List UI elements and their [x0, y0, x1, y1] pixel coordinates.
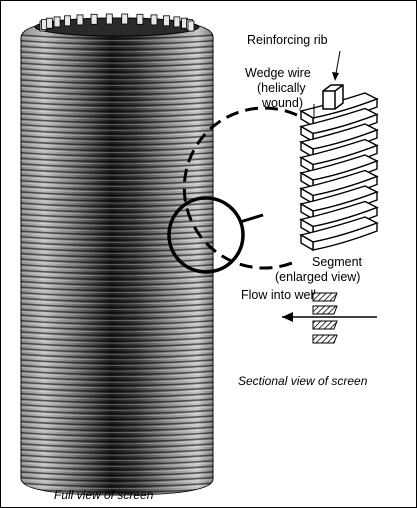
- sectional-sketch: [282, 292, 377, 344]
- label-wedge-wire-3: wound): [261, 96, 303, 110]
- reinforcing-rib-teeth: [39, 13, 195, 32]
- flow-arrowhead: [282, 312, 293, 322]
- label-flow-into-well: Flow into well: [241, 288, 316, 302]
- wire-section: [312, 320, 338, 330]
- screen-top-opening: [34, 17, 200, 37]
- wire-section: [312, 334, 338, 344]
- label-wedge-wire-2: (helically: [257, 81, 306, 95]
- caption-full-view: Full view of screen: [54, 488, 154, 502]
- dashed-outline: [182, 106, 298, 270]
- label-segment-1: Segment: [312, 255, 363, 269]
- wedge-wire-turns: [299, 92, 379, 252]
- wire-section: [312, 292, 338, 302]
- rib-leader-arrow: [332, 72, 339, 81]
- magnifier-circle: [167, 196, 245, 274]
- label-wedge-wire-1: Wedge wire: [245, 66, 311, 80]
- label-reinforcing-rib: Reinforcing rib: [247, 33, 328, 47]
- wire-wraps: [21, 34, 213, 495]
- reinforcing-rib: [322, 84, 344, 110]
- screen-cylinder: [20, 13, 214, 496]
- magnifier-connector: [239, 213, 264, 224]
- wire-section: [312, 305, 338, 315]
- segment-enlarged-view: [182, 84, 379, 270]
- label-segment-2: (enlarged view): [275, 270, 360, 284]
- caption-sectional-view: Sectional view of screen: [238, 374, 368, 388]
- magnifier: [167, 196, 264, 274]
